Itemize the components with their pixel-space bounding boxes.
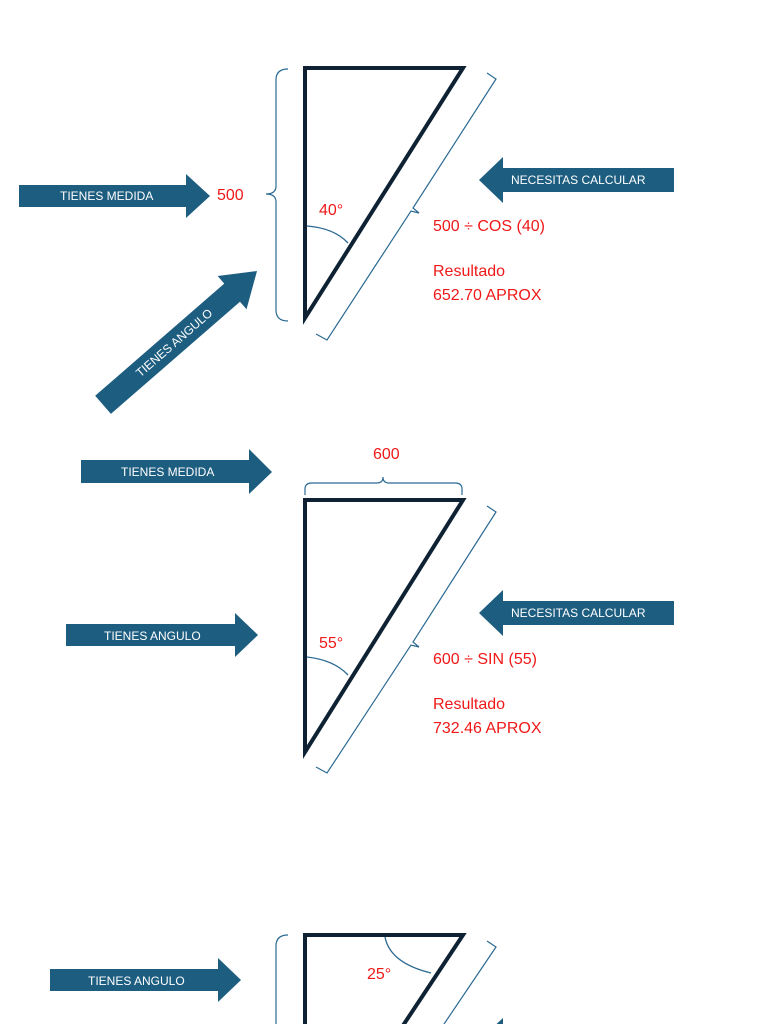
side-value-2: 600 xyxy=(373,446,400,463)
unknown-label-2: NECESITAS CALCULAR xyxy=(511,606,646,620)
angle-arc-2 xyxy=(306,656,349,676)
adjacent-side-bracket xyxy=(265,68,289,322)
formula-1: 500 ÷ COS (40) xyxy=(433,218,545,235)
unknown-label-1: NECESITAS CALCULAR xyxy=(511,173,646,187)
known-measure-arrow-2 xyxy=(81,449,272,494)
result-value-1: 652.70 APROX xyxy=(433,287,542,304)
known-angle-arrow-3 xyxy=(50,958,241,1002)
adjacent-side-bracket-3 xyxy=(275,934,289,1024)
angle-value-2: 55° xyxy=(319,635,343,652)
known-angle-arrow-1 xyxy=(95,271,257,414)
known-angle-arrow-2 xyxy=(66,613,258,657)
formula-2: 600 ÷ SIN (55) xyxy=(433,651,537,668)
angle-value-1: 40° xyxy=(319,202,343,219)
unknown-arrow-1 xyxy=(479,157,674,203)
right-triangle-1 xyxy=(303,66,467,325)
known-angle-label-1: TIENES ANGULO xyxy=(133,306,215,380)
angle-value-3: 25° xyxy=(367,966,391,983)
hypotenuse-bracket-2 xyxy=(315,505,497,774)
unknown-arrow-2 xyxy=(479,590,674,636)
hypotenuse-bracket-1 xyxy=(315,72,497,341)
angle-arc-3 xyxy=(384,936,432,974)
result-label-1: Resultado xyxy=(433,263,505,280)
opposite-side-bracket xyxy=(304,476,463,495)
right-triangle-3 xyxy=(303,933,467,1024)
known-measure-label-1: TIENES MEDIDA xyxy=(60,189,153,203)
diagram-1: TIENES MEDIDA TIENES ANGULO NECESITAS CA… xyxy=(19,66,674,414)
result-value-2: 732.46 APROX xyxy=(433,720,542,737)
side-value-1: 500 xyxy=(217,187,244,204)
result-label-2: Resultado xyxy=(433,696,505,713)
right-triangle-2 xyxy=(303,498,467,759)
angle-arc-1 xyxy=(306,225,349,244)
unknown-arrow-3-partial xyxy=(496,1018,503,1024)
known-measure-label-2: TIENES MEDIDA xyxy=(121,465,214,479)
hypotenuse-bracket-3 xyxy=(443,940,497,1024)
diagram-3: TIENES ANGULO 25° xyxy=(50,933,503,1024)
known-angle-label-3: TIENES ANGULO xyxy=(88,974,185,988)
known-angle-label-2: TIENES ANGULO xyxy=(104,629,201,643)
diagram-2: TIENES MEDIDA TIENES ANGULO NECESITAS CA… xyxy=(66,446,674,774)
known-measure-arrow-1 xyxy=(19,174,210,218)
